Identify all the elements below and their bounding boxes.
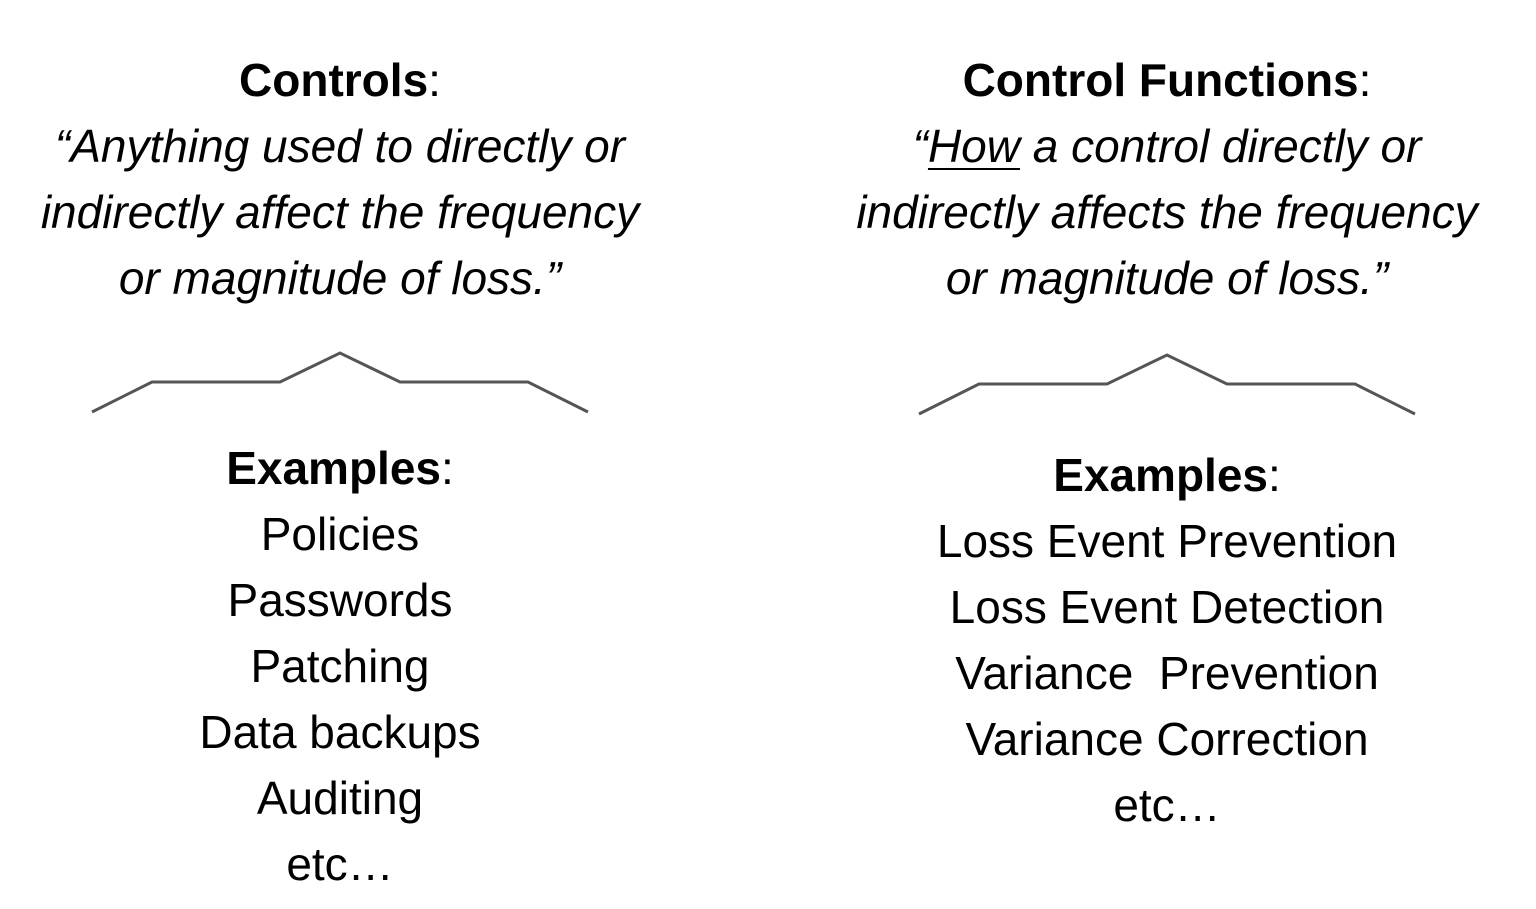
list-item: Policies [260, 508, 420, 560]
controls-title: Controls [239, 54, 429, 106]
list-item: Loss Event Prevention [936, 515, 1398, 567]
control-functions-definition-line: or magnitude of loss.” [945, 252, 1389, 304]
controls-heading: Controls: [0, 52, 680, 108]
controls-title-colon: : [428, 54, 441, 106]
control-functions-title: Control Functions [962, 54, 1359, 106]
control-functions-definition: “How a control directly or indirectly af… [812, 113, 1522, 311]
list-item: Auditing [256, 772, 424, 824]
controls-examples-heading: Examples: [0, 440, 680, 496]
controls-definition-line: indirectly affect the frequency [40, 186, 640, 238]
controls-brace-line [91, 351, 589, 414]
control-functions-definition-line: indirectly affects the frequency [856, 186, 1478, 238]
controls-examples-title: Examples [226, 442, 441, 494]
definition-emphasis: How [927, 120, 1020, 172]
controls-definition-line: “Anything used to directly or [54, 120, 626, 172]
control-functions-brace-line [918, 353, 1416, 416]
control-functions-brace [918, 353, 1416, 416]
control-functions-examples-title: Examples [1053, 449, 1268, 501]
controls-brace [91, 351, 589, 414]
control-functions-examples-heading: Examples: [812, 447, 1522, 503]
list-item: Variance Correction [965, 713, 1369, 765]
controls-examples-colon: : [441, 442, 454, 494]
list-item: etc… [286, 838, 394, 890]
controls-definition: “Anything used to directly or indirectly… [0, 113, 680, 311]
controls-definition-line: or magnitude of loss.” [118, 252, 562, 304]
control-functions-title-colon: : [1358, 54, 1372, 106]
list-item: Loss Event Detection [949, 581, 1385, 633]
definition-line1-rest: a control directly or [1019, 120, 1422, 172]
control-functions-definition-line: “How a control directly or [812, 113, 1522, 179]
control-functions-heading: Control Functions: [812, 52, 1522, 108]
list-item: Variance Prevention [955, 647, 1379, 699]
definition-open-quote: “ [912, 120, 928, 172]
list-item: Passwords [227, 574, 453, 626]
list-item: Data backups [199, 706, 481, 758]
list-item: etc… [1113, 779, 1221, 831]
list-item: Patching [250, 640, 430, 692]
control-functions-examples-colon: : [1268, 449, 1281, 501]
control-functions-examples-list: Loss Event Prevention Loss Event Detecti… [812, 508, 1522, 838]
controls-examples-list: Policies Passwords Patching Data backups… [0, 501, 680, 897]
